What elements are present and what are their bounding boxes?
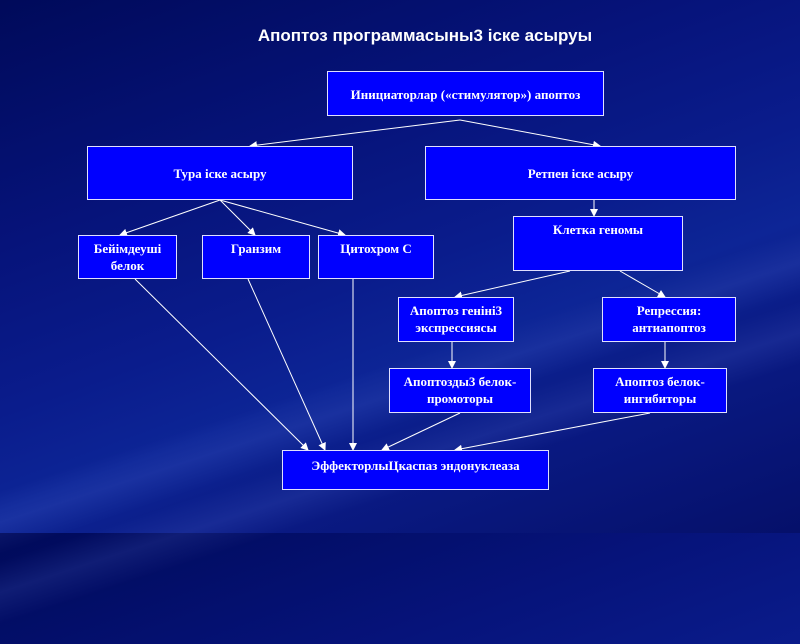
node-promoter-proteins: Апоптозды3 белок-промоторы [389,368,531,413]
node-gene-expression: Апоптоз геніні3 экспрессиясы [398,297,514,342]
connector-arrows [119,140,669,453]
node-cell-genome: Клетка геномы [513,216,683,271]
node-cytochrome-c: Цитохром С [318,235,434,279]
node-granzyme: Гранзим [202,235,310,279]
node-repression: Репрессия: антиапоптоз [602,297,736,342]
node-initiators: Инициаторлар («стимулятор») апоптоз [327,71,604,116]
page-title: Апоптоз программасыны3 іске асыруы [257,26,593,45]
node-adapter-protein: Бейімдеуші белок [78,235,177,279]
node-sequential: Ретпен іске асыру [425,146,736,200]
node-inhibitor-proteins: Апоптоз белок-ингибиторы [593,368,727,413]
node-direct: Тура іске асыру [87,146,353,200]
node-effector-caspase: ЭффекторлыЦкаспаз эндонуклеаза [282,450,549,490]
